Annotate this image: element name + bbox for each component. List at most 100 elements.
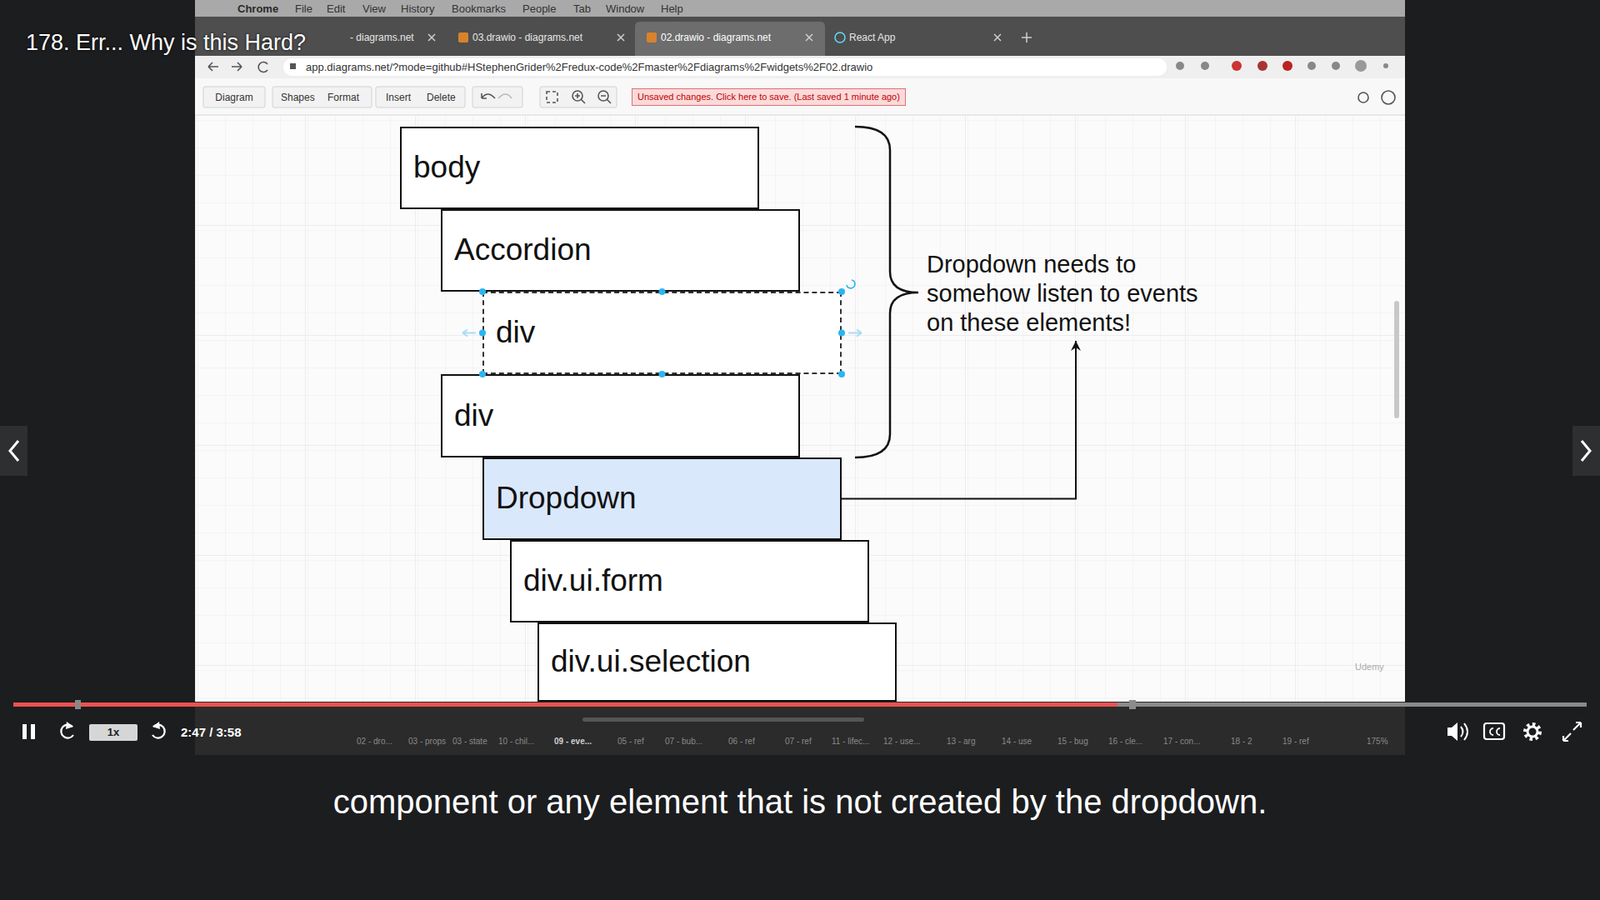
box-label: div.ui.form bbox=[523, 564, 664, 599]
toolbar-button: Format bbox=[327, 92, 360, 103]
circle-shape bbox=[1525, 724, 1540, 740]
path-shape bbox=[1490, 728, 1500, 735]
path-shape bbox=[481, 93, 495, 99]
sheet-tab: 18 - 2 bbox=[1230, 737, 1253, 746]
sheet-tab: 16 - cle... bbox=[1108, 737, 1143, 746]
box-label: body bbox=[413, 150, 480, 185]
tab-title: 03.drawio - diagrams.net bbox=[472, 32, 583, 43]
circle-shape bbox=[1200, 61, 1210, 70]
progress-handle bbox=[1129, 700, 1136, 710]
sheet-tab: 17 - con... bbox=[1163, 737, 1200, 746]
sheet-tab: 12 - use... bbox=[883, 737, 920, 746]
curly-brace bbox=[855, 126, 919, 458]
lock-icon bbox=[290, 63, 296, 70]
rect-shape bbox=[546, 91, 558, 103]
nav-left bbox=[0, 425, 28, 476]
toolbar-button: Shapes bbox=[280, 92, 315, 103]
resize-handle bbox=[479, 330, 486, 337]
url-text: app.diagrams.net/?mode=github#HStephenGr… bbox=[305, 61, 873, 73]
path-shape bbox=[208, 62, 219, 71]
resize-handle bbox=[659, 288, 666, 295]
element-box: div.ui.form bbox=[510, 540, 870, 623]
circle-shape bbox=[1527, 726, 1538, 737]
chevron-right bbox=[1581, 440, 1590, 461]
sheet-tab: 06 - ref bbox=[728, 737, 755, 746]
scrollbar bbox=[1394, 300, 1400, 419]
address-bar bbox=[195, 55, 1405, 79]
path-shape bbox=[498, 94, 512, 99]
rect-shape bbox=[203, 86, 265, 108]
circle-shape bbox=[1383, 63, 1389, 69]
sheet-tab: 09 - eve... bbox=[554, 737, 592, 746]
sheet-tab: 15 - bug bbox=[1057, 737, 1089, 746]
tab-icon bbox=[646, 32, 657, 43]
path-shape bbox=[428, 34, 435, 41]
resize-handle bbox=[479, 288, 486, 295]
menu-item: Window bbox=[605, 3, 645, 15]
path-shape bbox=[575, 93, 585, 104]
box-label: div bbox=[495, 315, 535, 350]
path-shape bbox=[152, 721, 160, 730]
resize-handle bbox=[838, 330, 845, 337]
h-scroll bbox=[582, 717, 865, 722]
side-arrow bbox=[462, 330, 476, 337]
menu-item: Bookmarks bbox=[451, 3, 506, 15]
nav-icons bbox=[208, 62, 268, 73]
tab-close bbox=[428, 32, 1032, 43]
rect-shape bbox=[272, 86, 372, 108]
sheet-tab: 13 - arg bbox=[946, 737, 975, 746]
watermark: Udemy bbox=[1355, 662, 1385, 672]
sheet-tab: 175% bbox=[1366, 737, 1389, 746]
sheet-tab: 19 - ref bbox=[1282, 737, 1310, 746]
box-label: div bbox=[454, 399, 494, 434]
sheet-strip bbox=[195, 701, 1405, 755]
tab-title: - diagrams.net bbox=[350, 32, 415, 43]
menu-item: Edit bbox=[326, 3, 345, 15]
menu-item: History bbox=[400, 3, 435, 15]
path-shape bbox=[805, 34, 813, 41]
toolbar-button: Diagram bbox=[209, 92, 260, 103]
active-tab bbox=[635, 21, 825, 56]
tab-icon bbox=[835, 32, 845, 43]
circle-shape bbox=[1381, 90, 1395, 105]
note-node: Dropdown needs to somehow listen to even… bbox=[926, 250, 1227, 338]
rect-shape bbox=[22, 724, 27, 740]
selection-handles bbox=[482, 291, 842, 375]
sheet-tab: 07 - ref bbox=[785, 737, 812, 746]
subtitle-caption: component or any element that is not cre… bbox=[0, 785, 1600, 819]
circle-shape bbox=[1331, 61, 1340, 70]
toolbar-icons bbox=[481, 90, 1395, 105]
nav-right bbox=[1572, 425, 1600, 476]
toolbar-button: Delete bbox=[426, 92, 456, 103]
path-shape bbox=[65, 721, 74, 730]
rotate-handle bbox=[846, 280, 855, 289]
sheet-tab: 10 - chil... bbox=[498, 737, 535, 746]
rect-shape bbox=[1484, 723, 1505, 740]
progress-track bbox=[13, 702, 1587, 707]
sheet-tab: 03 - props bbox=[408, 737, 446, 746]
circle-shape bbox=[1282, 60, 1293, 71]
side-arrow bbox=[848, 330, 862, 337]
path-shape bbox=[600, 95, 611, 104]
resize-handle bbox=[838, 288, 845, 295]
sheet-tab: 05 - ref bbox=[617, 737, 645, 746]
chevron-left bbox=[10, 440, 19, 461]
canvas bbox=[195, 115, 1405, 702]
sheet-tab: 11 - lifec... bbox=[831, 737, 870, 746]
circle-shape bbox=[1175, 61, 1185, 70]
path-shape bbox=[1447, 722, 1458, 741]
element-box: div.ui.selection bbox=[537, 622, 897, 702]
highlighted-component-box: Dropdown bbox=[482, 457, 842, 540]
menu-item: Chrome bbox=[237, 3, 279, 15]
toolbar bbox=[195, 78, 1405, 115]
path-shape bbox=[1021, 32, 1032, 43]
menu-item: Tab bbox=[573, 3, 591, 15]
time-display: 2:47 / 3:58 bbox=[180, 725, 242, 739]
menu-item: View bbox=[362, 3, 386, 15]
rect-shape bbox=[375, 86, 465, 108]
sheet-tab: 07 - bub... bbox=[665, 737, 703, 746]
progress-played bbox=[13, 702, 1118, 707]
menu-bar bbox=[195, 0, 1405, 17]
progress-marker bbox=[75, 700, 81, 710]
